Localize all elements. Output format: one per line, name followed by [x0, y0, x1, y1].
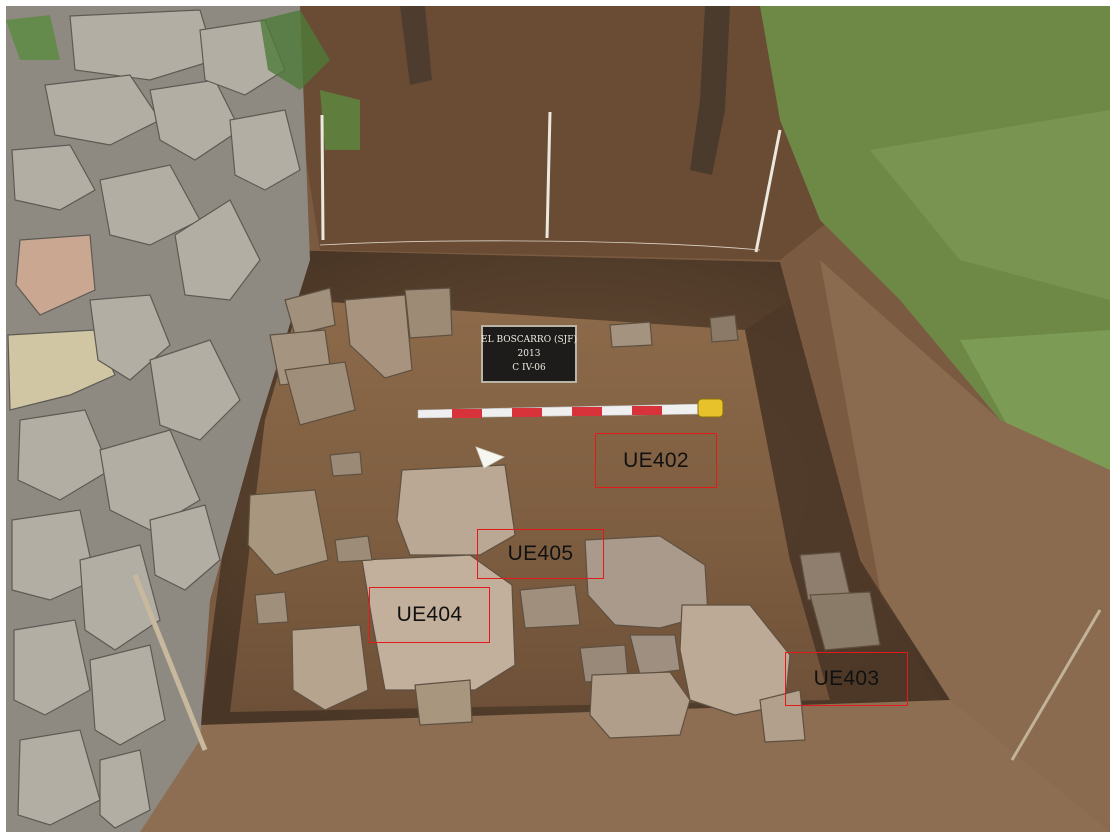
photo-board: EL BOSCARRO (SJF) 2013 C IV-06: [481, 325, 577, 383]
excavation-photo: [6, 6, 1110, 832]
board-site-name: EL BOSCARRO (SJF): [481, 334, 577, 345]
measuring-tape-icon: [417, 398, 724, 419]
label-ue402: UE402: [595, 433, 717, 488]
label-ue404: UE404: [369, 587, 490, 643]
board-unit-code: C IV-06: [512, 362, 546, 373]
north-arrow-icon: [475, 446, 505, 469]
board-year: 2013: [517, 348, 541, 359]
label-ue405: UE405: [477, 529, 604, 579]
label-ue403: UE403: [785, 652, 908, 706]
